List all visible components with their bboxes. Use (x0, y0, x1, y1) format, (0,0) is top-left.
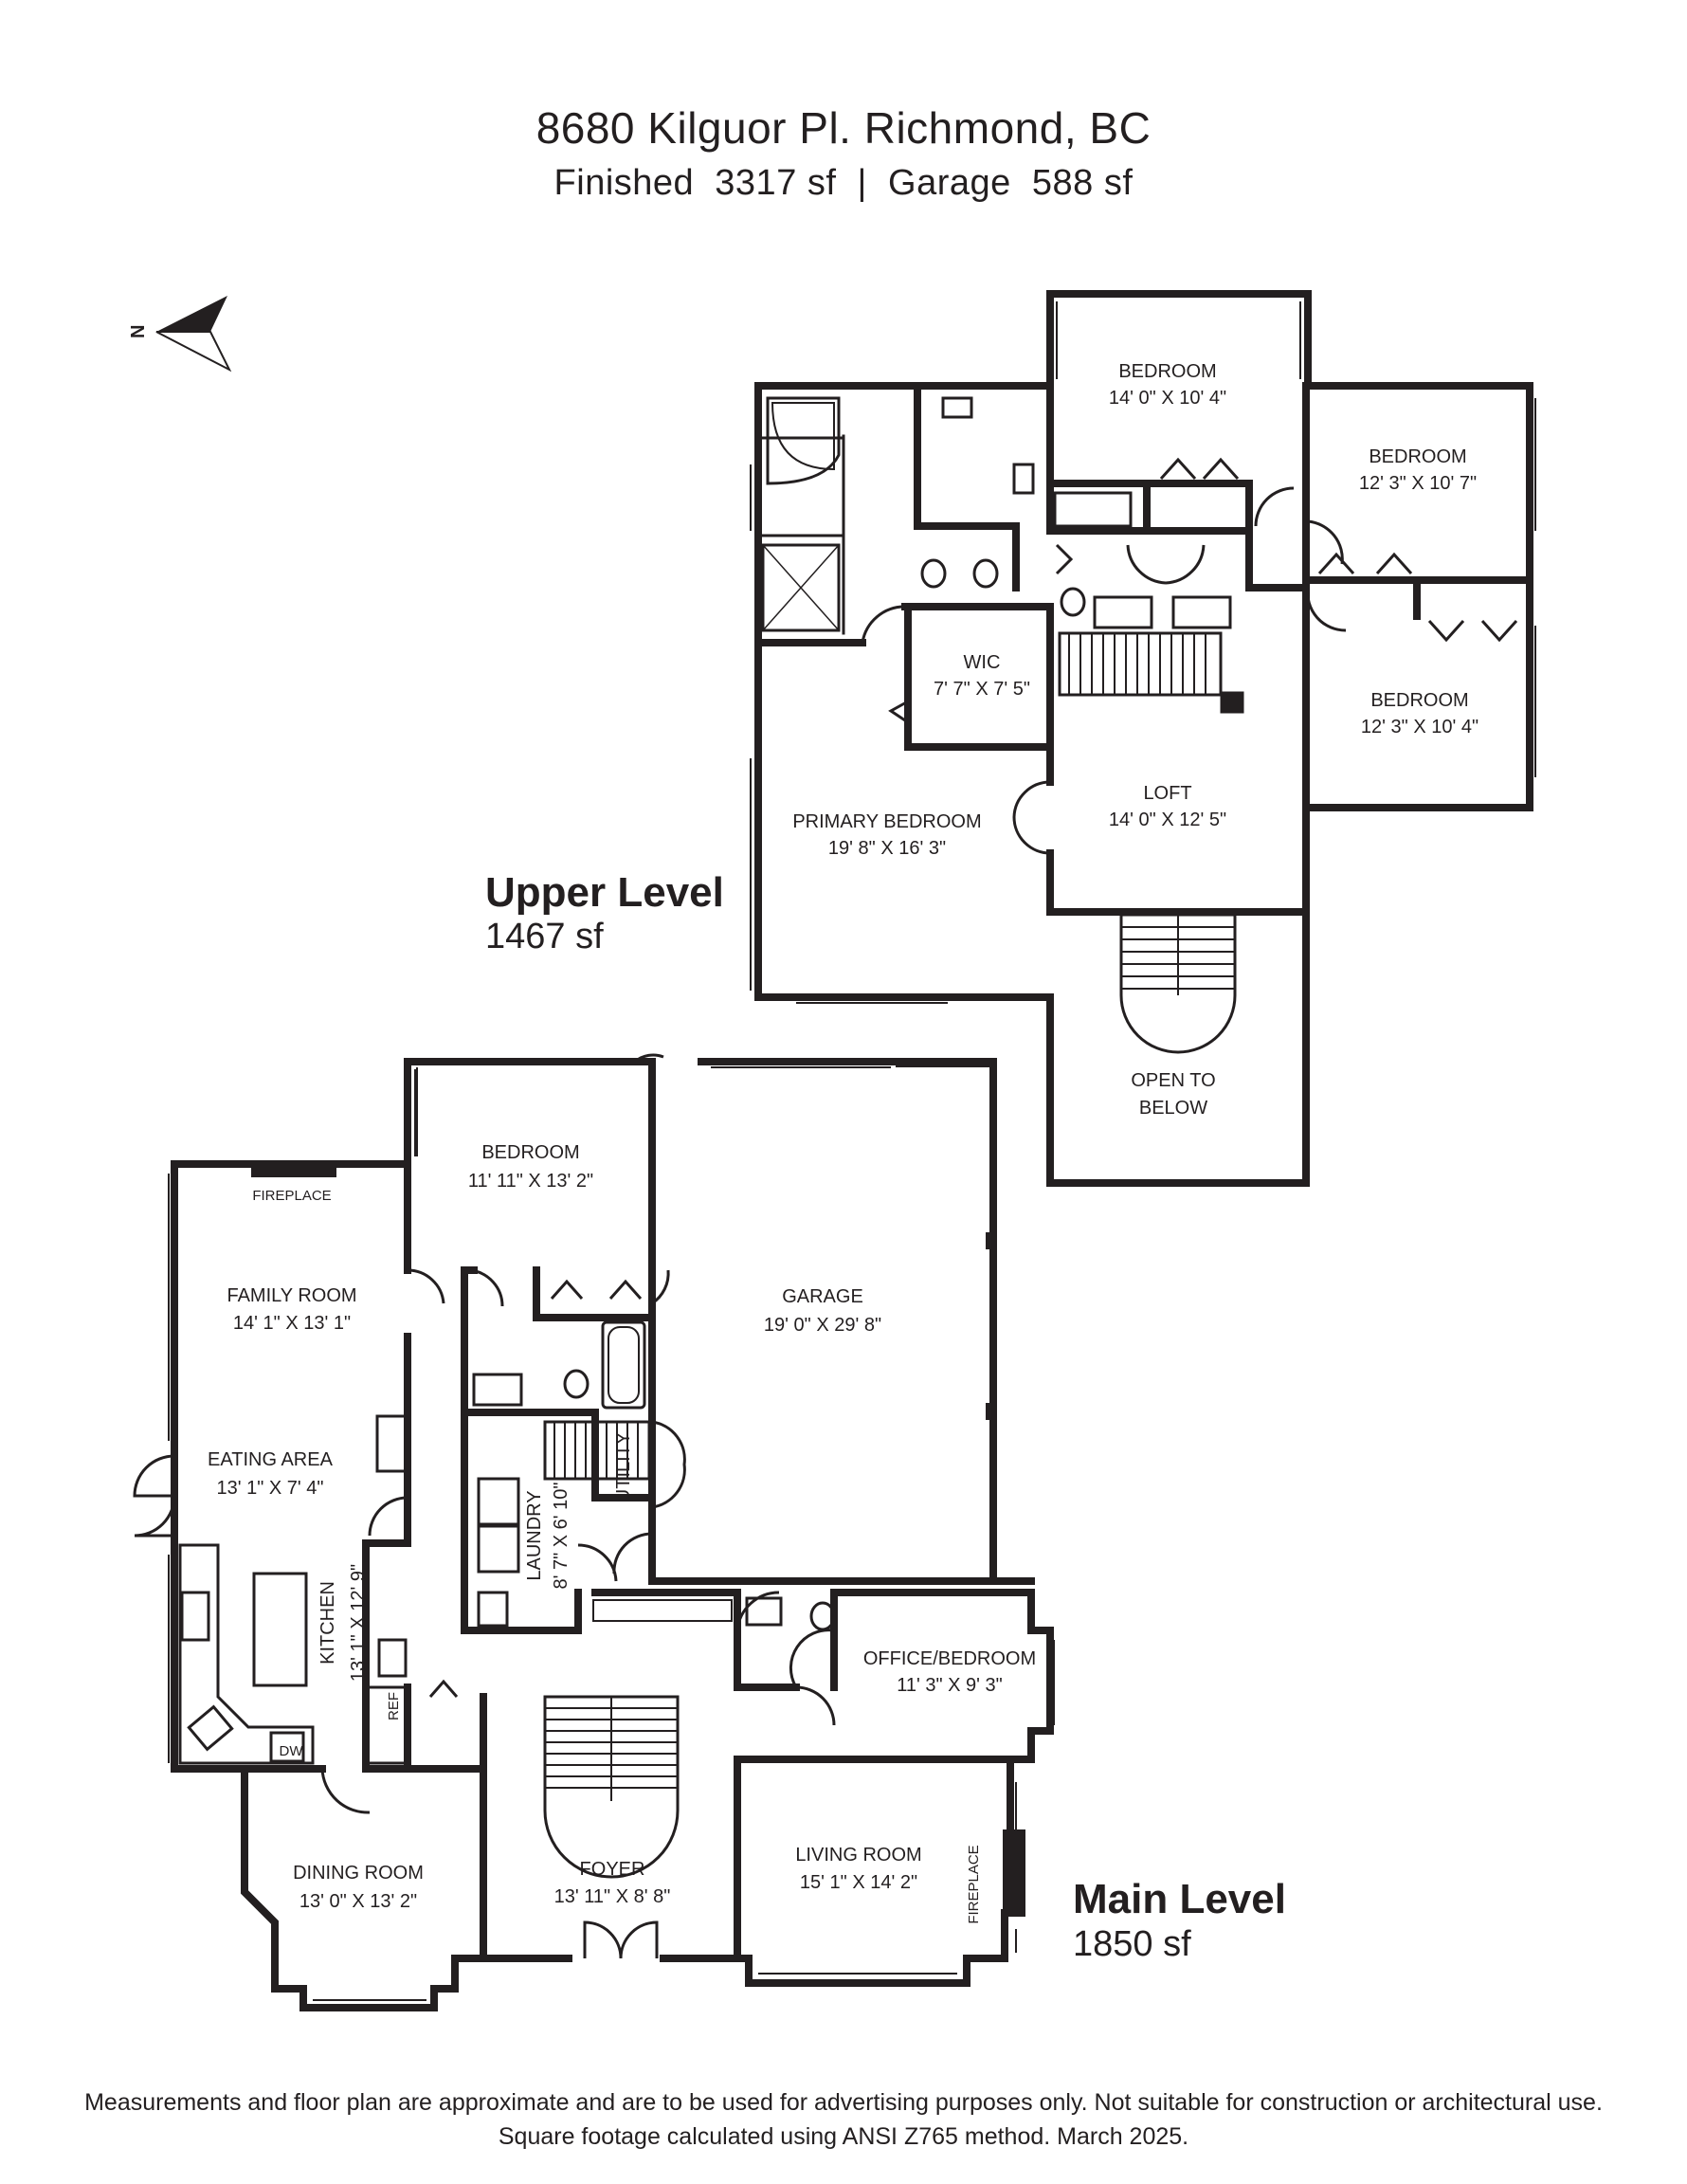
upper-stairs (1058, 631, 1244, 1054)
upper-level-title: Upper Level (485, 869, 724, 916)
room-garage-dim: 19' 0" X 29' 8" (764, 1315, 881, 1336)
family-room-fireplace-icon (251, 1162, 336, 1177)
room-primary-bedroom: PRIMARY BEDROOM (792, 811, 981, 832)
laundry-sink-icon (477, 1591, 509, 1628)
toilet-icon (563, 1369, 590, 1399)
room-office-bedroom-dim: 11' 3" X 9' 3" (897, 1675, 1003, 1696)
room-primary-bedroom-dim: 19' 8" X 16' 3" (828, 838, 946, 859)
room-living: LIVING ROOM (795, 1845, 921, 1866)
fireplace-label-family: FIREPLACE (252, 1188, 331, 1204)
room-kitchen-dim: 13' 1" X 12' 9" (348, 1564, 369, 1682)
ensuite-fixtures (761, 396, 1232, 632)
upper-level-area: 1467 sf (485, 917, 604, 956)
sink-icon (745, 1596, 783, 1627)
bathtub-icon (601, 1320, 646, 1410)
washer-icon (477, 1477, 520, 1526)
living-room-fireplace-icon (1003, 1829, 1025, 1917)
main-windows (168, 1066, 1055, 2001)
main-fixtures (178, 1320, 836, 1765)
dw-label: DW (280, 1743, 304, 1759)
sink-icon (1012, 463, 1035, 495)
room-bedroom-main-dim: 11' 11" X 13' 2" (468, 1171, 593, 1192)
room-utility: UTILITY (613, 1432, 634, 1502)
room-living-dim: 15' 1" X 14' 2" (800, 1872, 917, 1893)
room-open-to-below-2: BELOW (1139, 1098, 1207, 1119)
room-foyer: FOYER (580, 1859, 645, 1880)
dryer-icon (477, 1524, 520, 1574)
room-bedroom-upper-2: BEDROOM (1369, 446, 1466, 467)
main-level-title: Main Level (1073, 1876, 1286, 1922)
room-laundry: LAUNDRY (524, 1490, 545, 1580)
garage-door-posts (896, 1058, 995, 1420)
wall-oven-icon (375, 1414, 409, 1473)
kitchen-sink-icon (187, 1704, 234, 1752)
room-dining-dim: 13' 0" X 13' 2" (299, 1891, 417, 1912)
square-footage-summary: Finished 3317 sf | Garage 588 sf (553, 163, 1134, 203)
room-open-to-below-1: OPEN TO (1131, 1070, 1215, 1091)
room-office-bedroom: OFFICE/BEDROOM (863, 1648, 1036, 1669)
room-bedroom-upper-3-dim: 12' 3" X 10' 4" (1361, 717, 1478, 737)
ref-label: REF (386, 1692, 402, 1720)
main-stairs (543, 1420, 680, 1879)
fridge-cabinet (366, 1685, 409, 1765)
main-doors (133, 1053, 836, 1959)
room-family-dim: 14' 1" X 13' 1" (233, 1313, 351, 1334)
room-wic-dim: 7' 7" X 7' 5" (934, 679, 1030, 700)
stove-icon (180, 1591, 210, 1642)
room-bedroom-upper-1-dim: 14' 0" X 10' 4" (1109, 388, 1226, 409)
room-bedroom-upper-1: BEDROOM (1118, 361, 1216, 382)
toilet-icon (972, 558, 999, 589)
main-level-area: 1850 sf (1073, 1924, 1191, 1964)
upper-level-walls (754, 290, 1533, 1187)
disclaimer-line-2: Square footage calculated using ANSI Z76… (498, 2123, 1189, 2150)
room-loft-dim: 14' 0" X 12' 5" (1109, 810, 1226, 830)
compass-north-label: N (128, 325, 149, 338)
room-foyer-dim: 13' 11" X 8' 8" (554, 1886, 671, 1907)
fridge-icon (377, 1638, 408, 1678)
room-wic: WIC (964, 652, 1001, 673)
north-compass-icon: N (128, 296, 232, 373)
room-bedroom-main: BEDROOM (481, 1142, 579, 1163)
fireplace-label-living: FIREPLACE (966, 1845, 982, 1923)
upper-doors (861, 457, 1518, 855)
sink-icon (1171, 595, 1232, 629)
toilet-icon (1060, 587, 1086, 617)
dishwasher-icon (269, 1731, 305, 1763)
kitchen-island (252, 1572, 308, 1687)
room-family: FAMILY ROOM (227, 1285, 356, 1306)
sink-icon (1093, 595, 1153, 629)
bathtub-icon (1053, 491, 1133, 528)
room-dining-label: DINING ROOM (293, 1863, 424, 1884)
room-eating-area-dim: 13' 1" X 7' 4" (216, 1478, 323, 1499)
room-bedroom-upper-3: BEDROOM (1370, 690, 1468, 711)
disclaimer-line-1: Measurements and floor plan are approxim… (84, 2089, 1603, 2116)
room-loft: LOFT (1143, 783, 1191, 804)
property-address: 8680 Kilguor Pl. Richmond, BC (535, 103, 1152, 153)
room-eating-area: EATING AREA (208, 1449, 334, 1470)
room-bedroom-upper-2-dim: 12' 3" X 10' 7" (1359, 473, 1477, 494)
toilet-icon (809, 1601, 836, 1631)
room-laundry-dim: 8' 7" X 6' 10" (551, 1482, 571, 1589)
room-garage: GARAGE (782, 1286, 863, 1307)
sink-icon (941, 396, 973, 419)
room-kitchen: KITCHEN (317, 1581, 338, 1665)
upper-windows (750, 301, 1536, 1004)
toilet-icon (920, 558, 947, 589)
sink-icon (472, 1373, 523, 1407)
